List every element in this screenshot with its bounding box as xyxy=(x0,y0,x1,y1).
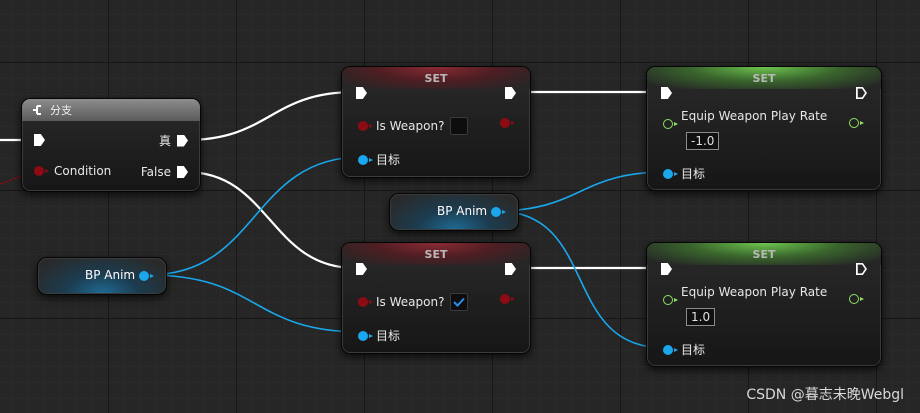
is-weapon-label: Is Weapon? xyxy=(376,295,445,309)
set-exec-in-pin[interactable] xyxy=(356,263,367,275)
bool-pin-icon xyxy=(34,166,49,176)
target-label: 目标 xyxy=(376,329,401,343)
set-exec-in-pin[interactable] xyxy=(661,87,672,99)
bp-anim-label: BP Anim xyxy=(85,268,136,282)
target-label: 目标 xyxy=(681,343,706,357)
branch-condition-label: Condition xyxy=(54,164,112,178)
set-is-weapon-node-top[interactable]: SET Is Weapon? 目标 xyxy=(341,66,531,178)
object-pin-icon xyxy=(358,330,373,341)
set-target-pin[interactable]: 目标 xyxy=(663,341,705,358)
play-rate-value-field[interactable]: 1.0 xyxy=(686,308,716,326)
float-pin-icon xyxy=(849,294,864,304)
set-is-weapon-node-bottom[interactable]: SET Is Weapon? 目标 xyxy=(341,242,531,354)
target-label: 目标 xyxy=(376,153,401,167)
set-exec-in-pin[interactable] xyxy=(661,263,672,275)
play-rate-input-pin[interactable]: Equip Weapon Play Rate xyxy=(663,109,827,131)
branch-condition-pin[interactable]: Condition xyxy=(34,164,111,178)
is-weapon-checkbox[interactable] xyxy=(450,293,469,311)
is-weapon-checkbox[interactable] xyxy=(450,117,469,135)
exec-in-icon xyxy=(34,134,45,146)
set-exec-out-pin[interactable] xyxy=(505,87,516,99)
play-rate-label: Equip Weapon Play Rate xyxy=(681,285,828,299)
bool-pin-icon xyxy=(500,118,515,128)
branch-exec-in-pin[interactable] xyxy=(34,134,45,146)
set-node-title: SET xyxy=(424,247,448,261)
target-label: 目标 xyxy=(681,167,706,181)
bp-anim-getter-left[interactable]: BP Anim xyxy=(37,257,167,295)
play-rate-value-field[interactable]: -1.0 xyxy=(686,132,720,150)
branch-icon xyxy=(33,105,41,115)
play-rate-output-pin[interactable] xyxy=(849,118,864,128)
exec-in-icon xyxy=(661,263,672,275)
checkmark-icon xyxy=(453,297,466,307)
set-node-header[interactable]: SET xyxy=(342,243,530,265)
exec-out-icon xyxy=(505,263,516,275)
set-target-pin[interactable]: 目标 xyxy=(358,327,400,344)
is-weapon-output-pin[interactable] xyxy=(500,118,515,128)
object-wire-getter2-to-equip2 xyxy=(495,210,666,349)
set-target-pin[interactable]: 目标 xyxy=(358,151,400,168)
branch-false-pin[interactable]: False xyxy=(141,165,188,179)
watermark: CSDN @暮志未晚Webgl xyxy=(746,387,904,403)
bp-anim-getter-middle[interactable]: BP Anim xyxy=(389,193,519,231)
set-exec-out-pin[interactable] xyxy=(505,263,516,275)
set-node-title: SET xyxy=(752,71,776,85)
float-pin-icon xyxy=(663,295,678,305)
branch-node[interactable]: 分支 真 Condition False xyxy=(21,98,201,192)
is-weapon-label: Is Weapon? xyxy=(376,119,445,133)
set-node-title: SET xyxy=(424,71,448,85)
object-pin-icon[interactable] xyxy=(139,271,154,281)
branch-true-label: 真 xyxy=(158,134,171,148)
object-pin-icon xyxy=(358,154,373,165)
is-weapon-output-pin[interactable] xyxy=(500,294,515,304)
object-wire-getter1-to-set2 xyxy=(147,274,363,333)
object-wire-getter2-to-equip1 xyxy=(495,171,666,212)
branch-node-title: 分支 xyxy=(50,104,72,117)
set-play-rate-node-bottom[interactable]: SET Equip Weapon Play Rate 1.0 目标 xyxy=(646,242,882,367)
exec-out-icon xyxy=(505,87,516,99)
bool-pin-icon xyxy=(358,121,373,131)
play-rate-output-pin[interactable] xyxy=(849,294,864,304)
exec-out-false-icon xyxy=(177,166,188,178)
float-pin-icon xyxy=(663,119,678,129)
exec-out-true-icon xyxy=(177,134,188,147)
exec-in-icon xyxy=(356,263,367,275)
play-rate-label: Equip Weapon Play Rate xyxy=(681,109,828,123)
exec-in-icon xyxy=(356,87,367,99)
is-weapon-input-pin[interactable]: Is Weapon? xyxy=(358,117,469,135)
branch-true-pin[interactable]: 真 xyxy=(159,132,188,149)
branch-node-header[interactable]: 分支 xyxy=(22,99,200,121)
set-node-title: SET xyxy=(752,247,776,261)
bool-pin-icon xyxy=(500,294,515,304)
bool-pin-icon xyxy=(358,297,373,307)
set-play-rate-node-top[interactable]: SET Equip Weapon Play Rate -1.0 目标 xyxy=(646,66,882,191)
exec-out-icon xyxy=(856,263,867,275)
exec-out-icon xyxy=(856,87,867,99)
is-weapon-input-pin[interactable]: Is Weapon? xyxy=(358,293,469,311)
float-pin-icon xyxy=(849,118,864,128)
bp-anim-label: BP Anim xyxy=(437,204,488,218)
set-node-header[interactable]: SET xyxy=(647,67,881,89)
play-rate-input-pin[interactable]: Equip Weapon Play Rate xyxy=(663,285,827,307)
object-pin-icon xyxy=(663,344,678,355)
set-exec-in-pin[interactable] xyxy=(356,87,367,99)
set-target-pin[interactable]: 目标 xyxy=(663,165,705,182)
set-node-header[interactable]: SET xyxy=(647,243,881,265)
set-node-header[interactable]: SET xyxy=(342,67,530,89)
branch-false-label: False xyxy=(140,165,171,179)
set-exec-out-pin[interactable] xyxy=(856,263,867,275)
object-wire-getter1-to-set1 xyxy=(147,156,363,276)
exec-in-icon xyxy=(661,87,672,99)
set-exec-out-pin[interactable] xyxy=(856,87,867,99)
object-pin-icon[interactable] xyxy=(491,207,506,217)
exec-wire-false-to-set xyxy=(185,170,356,270)
exec-wire-true-to-set xyxy=(185,90,356,142)
object-pin-icon xyxy=(663,168,678,179)
